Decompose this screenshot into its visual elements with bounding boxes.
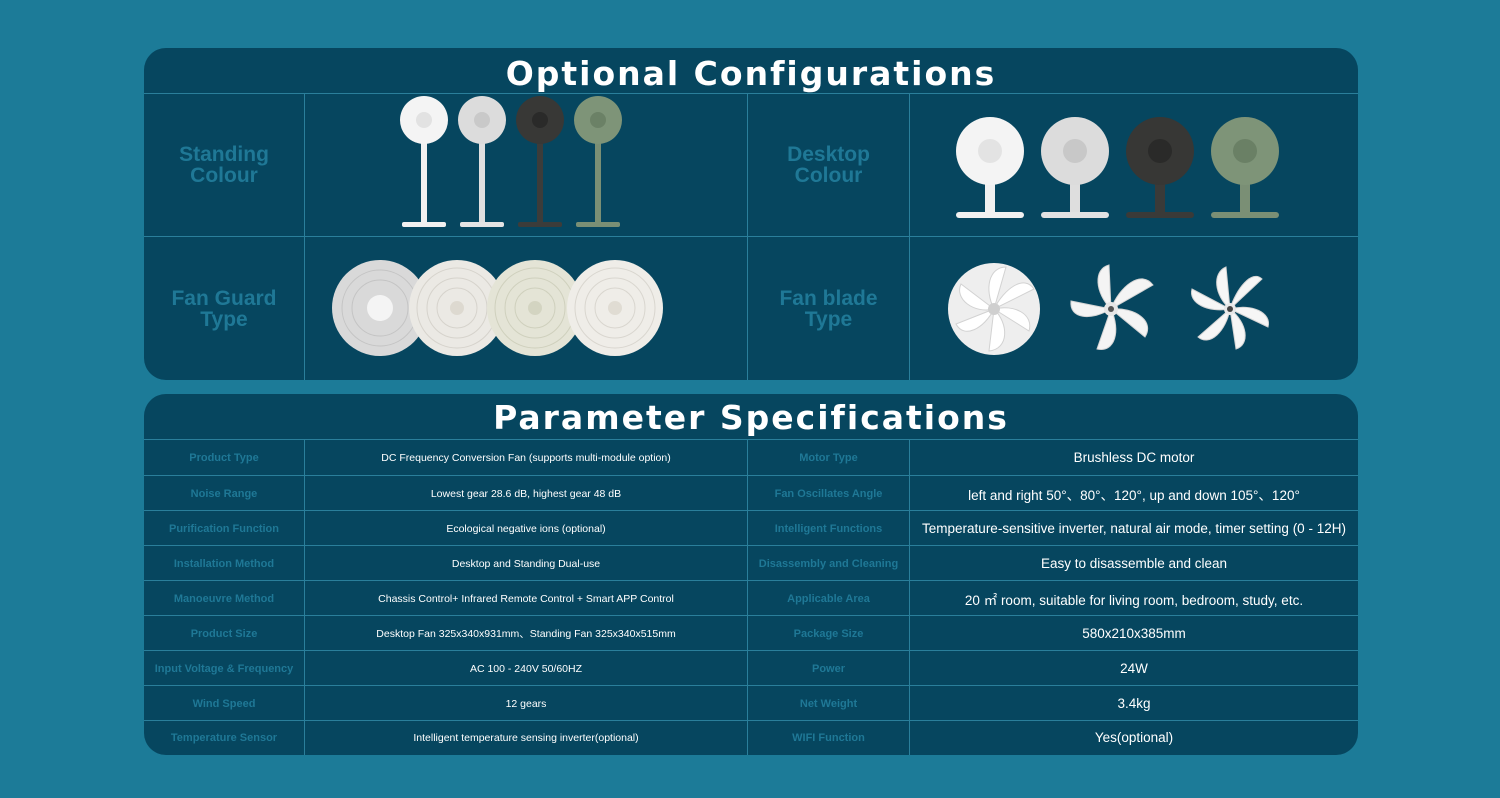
spec-label: Product Type xyxy=(189,451,259,464)
spec-value: Desktop and Standing Dual-use xyxy=(451,557,601,570)
fan-guard-type-label: Fan Guard Type xyxy=(171,286,277,331)
spec-value: left and right 50°、80°、120°, up and down… xyxy=(968,487,1300,503)
divider xyxy=(747,93,748,380)
spec-label: Purification Function xyxy=(169,522,279,535)
spec-value: AC 100 - 240V 50/60HZ xyxy=(469,662,583,675)
spec-value: Easy to disassemble and clean xyxy=(1040,556,1228,571)
spec-value: Temperature-sensitive inverter, natural … xyxy=(922,521,1346,536)
spec-row: Noise Range Lowest gear 28.6 dB, highest… xyxy=(144,476,1358,511)
fan-blade-dense xyxy=(948,263,1040,355)
spec-label: Product Size xyxy=(190,627,258,640)
spec-value: 580x210x385mm xyxy=(1082,626,1186,641)
optional-configurations-panel: Optional Configurations Standing Colour … xyxy=(144,48,1358,380)
divider xyxy=(144,236,1358,237)
desktop-fans-image xyxy=(910,94,1358,236)
standing-fans-image xyxy=(305,94,747,236)
fan-blade-type-label: Fan blade Type xyxy=(779,286,878,331)
fan-guard-grey xyxy=(332,260,428,356)
parameter-specifications-panel: Parameter Specifications Product Type DC… xyxy=(144,394,1358,755)
spec-row: Input Voltage & Frequency AC 100 - 240V … xyxy=(144,651,1358,686)
desktop-fan-white xyxy=(956,117,1024,218)
spec-label: Package Size xyxy=(793,627,864,640)
standing-fan-green xyxy=(574,96,622,227)
spec-row: Product Type DC Frequency Conversion Fan… xyxy=(144,440,1358,475)
spec-label: Intelligent Functions xyxy=(774,522,883,535)
divider xyxy=(909,439,910,755)
divider xyxy=(304,93,305,380)
divider xyxy=(304,439,305,755)
fan-guard-cream-mesh xyxy=(567,260,663,356)
spec-label: Wind Speed xyxy=(192,697,256,710)
spec-value: Yes(optional) xyxy=(1094,730,1174,745)
divider xyxy=(909,93,910,380)
spec-label: Installation Method xyxy=(173,557,275,570)
parameter-specifications-title: Parameter Specifications xyxy=(493,398,1009,437)
divider xyxy=(144,475,1358,476)
spec-label: Motor Type xyxy=(799,451,858,464)
spec-label: Input Voltage & Frequency xyxy=(154,662,294,675)
spec-value: Desktop Fan 325x340x931mm、Standing Fan 3… xyxy=(376,628,676,640)
standing-colour-label: Standing Colour xyxy=(179,143,269,187)
spec-label: Power xyxy=(811,662,845,675)
divider xyxy=(144,439,1358,440)
spec-value: 3.4kg xyxy=(1117,696,1151,711)
divider xyxy=(144,545,1358,546)
desktop-colour-label: Desktop Colour xyxy=(787,143,870,187)
spec-row: Manoeuvre Method Chassis Control+ Infrar… xyxy=(144,581,1358,616)
fan-guards-image xyxy=(305,237,747,380)
spec-value: Brushless DC motor xyxy=(1073,450,1195,465)
spec-label: Applicable Area xyxy=(787,592,870,605)
fan-blade-slim xyxy=(1191,266,1269,350)
spec-row: Wind Speed 12 gears Net Weight 3.4kg xyxy=(144,686,1358,721)
spec-label: Temperature Sensor xyxy=(170,731,278,744)
spec-value: Ecological negative ions (optional) xyxy=(446,522,606,535)
divider xyxy=(144,510,1358,511)
divider xyxy=(144,685,1358,686)
spec-label: Disassembly and Cleaning xyxy=(758,557,899,570)
standing-fan-silver xyxy=(458,96,506,227)
spec-label: WIFI Function xyxy=(792,731,865,744)
standing-fan-black xyxy=(516,96,564,227)
spec-value: 12 gears xyxy=(505,697,547,710)
spec-label: Manoeuvre Method xyxy=(173,592,275,605)
fan-blades-image xyxy=(910,237,1358,380)
fan-guard-white-mesh xyxy=(409,260,505,356)
divider xyxy=(144,580,1358,581)
optional-configurations-title: Optional Configurations xyxy=(505,54,997,93)
divider xyxy=(144,650,1358,651)
spec-value: DC Frequency Conversion Fan (supports mu… xyxy=(381,451,671,464)
spec-label: Noise Range xyxy=(190,487,258,500)
spec-value: Intelligent temperature sensing inverter… xyxy=(413,731,639,744)
spec-label: Net Weight xyxy=(799,697,858,710)
standing-fan-white xyxy=(400,96,448,227)
spec-value: 20 ㎡ room, suitable for living room, bed… xyxy=(964,592,1304,608)
divider xyxy=(144,720,1358,721)
fan-guard-clear-mesh xyxy=(487,260,583,356)
spec-row: Installation Method Desktop and Standing… xyxy=(144,546,1358,581)
desktop-fan-green xyxy=(1211,117,1279,218)
spec-row: Product Size Desktop Fan 325x340x931mm、S… xyxy=(144,616,1358,651)
spec-value: Chassis Control+ Infrared Remote Control… xyxy=(378,592,674,605)
spec-label: Fan Oscillates Angle xyxy=(774,487,883,500)
spec-value: 24W xyxy=(1120,661,1148,676)
desktop-fan-black xyxy=(1126,117,1194,218)
divider xyxy=(144,93,1358,94)
divider xyxy=(144,615,1358,616)
spec-row: Purification Function Ecological negativ… xyxy=(144,511,1358,546)
desktop-fan-silver xyxy=(1041,117,1109,218)
spec-value: Lowest gear 28.6 dB, highest gear 48 dB xyxy=(430,487,622,500)
spec-row: Temperature Sensor Intelligent temperatu… xyxy=(144,720,1358,755)
divider xyxy=(747,439,748,755)
fan-blade-medium xyxy=(1070,264,1154,350)
